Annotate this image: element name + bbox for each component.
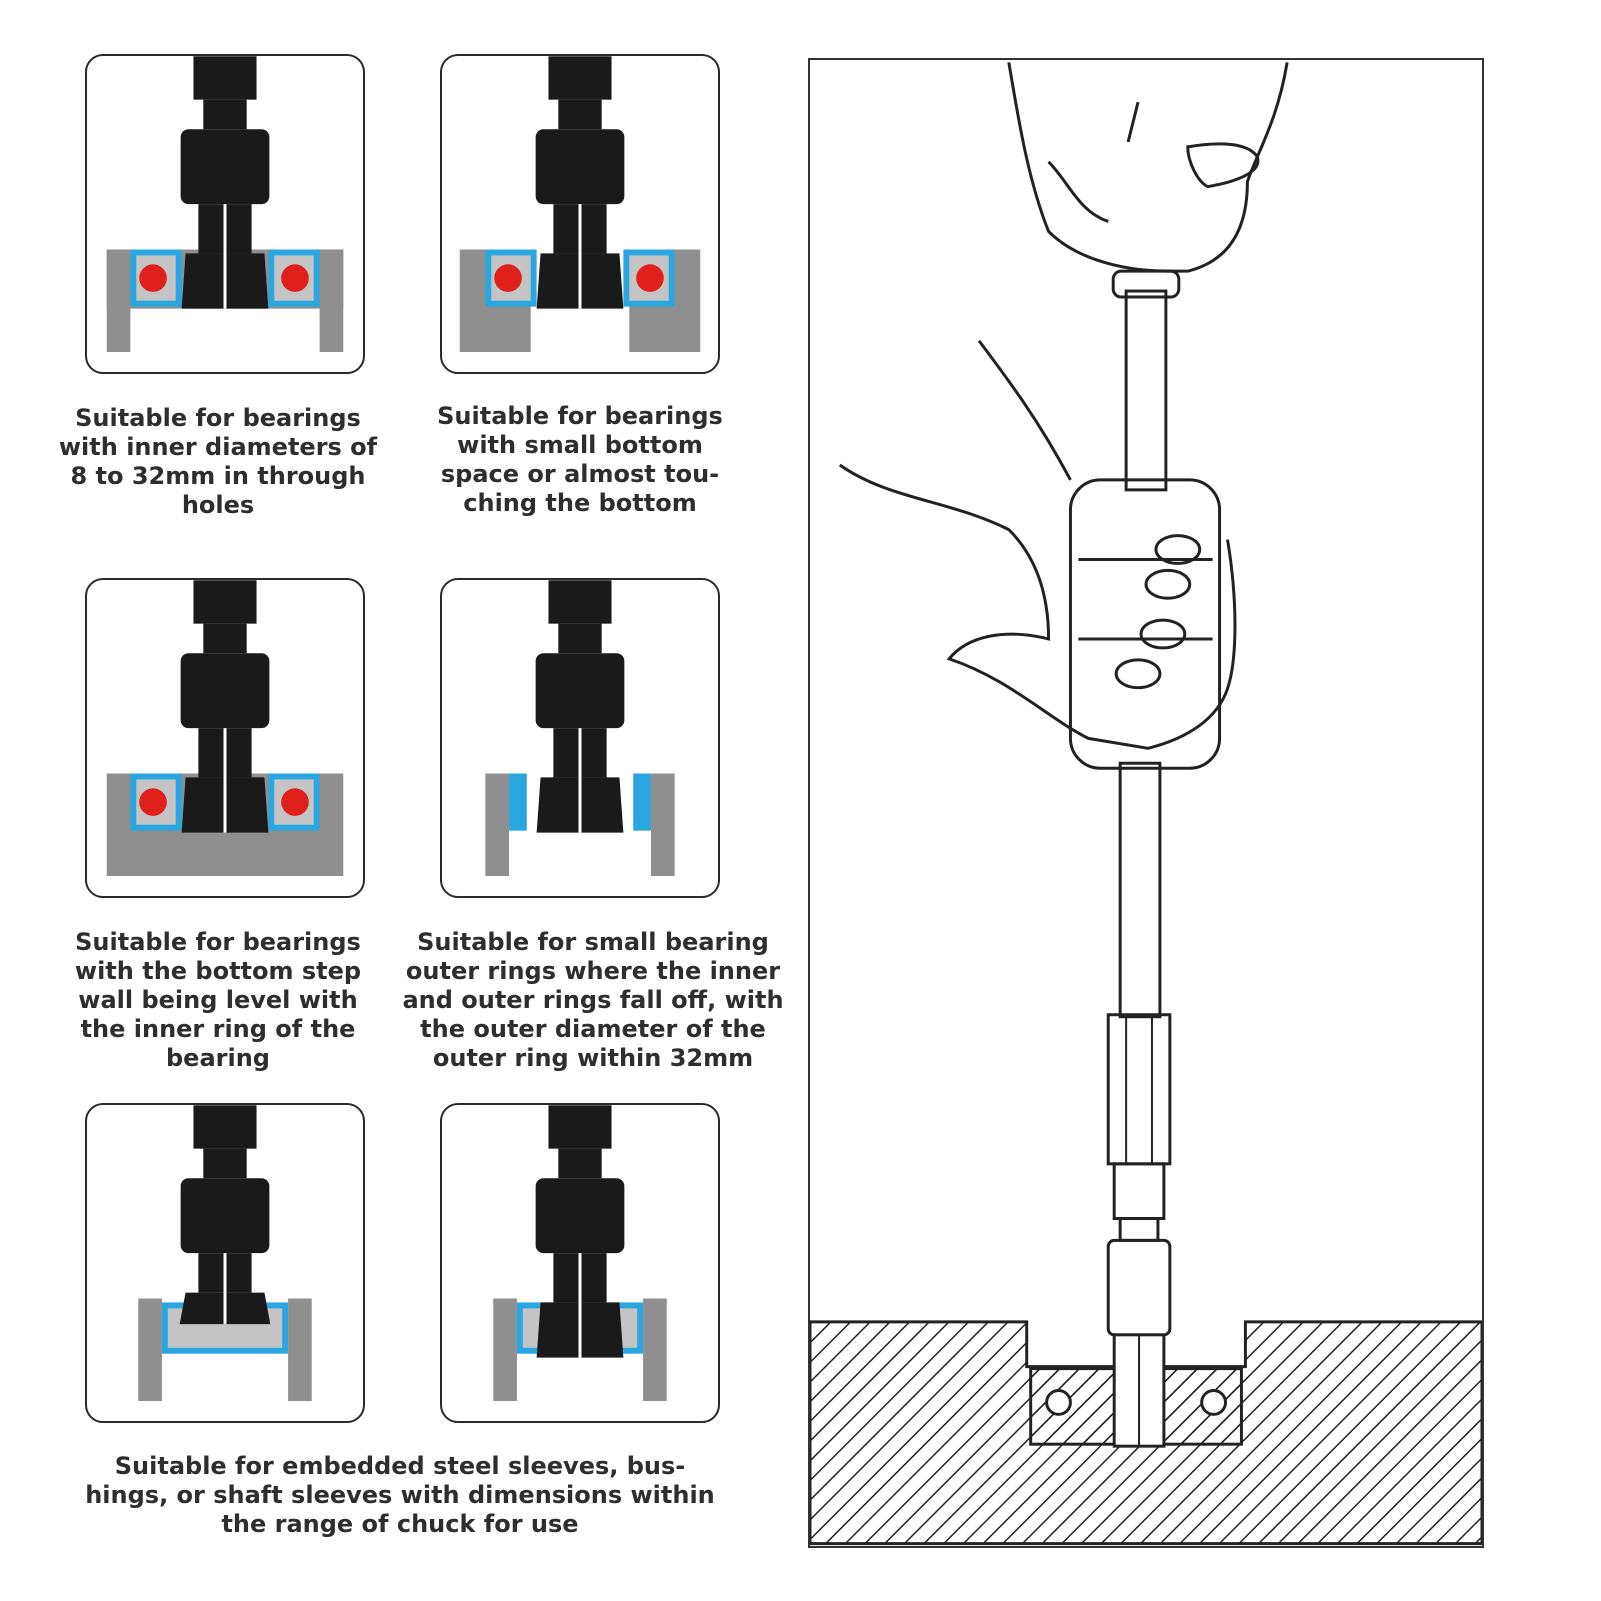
upper-hand [1007, 62, 1289, 273]
hammer-shaft-top [1124, 289, 1168, 492]
embedded-sleeve-2-diagram [493, 1105, 667, 1401]
bottom-step-wall-diagram [106, 580, 344, 876]
slide-hammer-usage-illustration [808, 58, 1484, 1548]
caption-outer-ring: Suitable for small bearing outer rings w… [402, 928, 784, 1072]
lower-hand [838, 463, 1237, 750]
caption-small-bottom-space: Suitable for bearings with small bottom … [437, 402, 723, 517]
caption-through-hole: Suitable for bearings with inner diamete… [58, 404, 378, 519]
outer-ring-diagram [485, 580, 675, 876]
diagram-panel-embedded-sleeve-2 [440, 1103, 720, 1423]
caption-bottom-step-wall: Suitable for bearings with the bottom st… [74, 928, 362, 1072]
collet-chuck [1106, 1238, 1172, 1337]
caption-embedded-sleeve: Suitable for embedded steel sleeves, bus… [85, 1452, 715, 1538]
diagram-panel-outer-ring [440, 578, 720, 898]
diagram-panel-embedded-sleeve [85, 1103, 365, 1423]
hex-coupler [1106, 1013, 1172, 1166]
diagram-panel-through-hole [85, 54, 365, 374]
slide-weight [1068, 478, 1222, 770]
through-hole-diagram [106, 56, 344, 352]
embedded-sleeve-diagram [138, 1105, 312, 1401]
hammer-shaft-lower [1118, 761, 1162, 1019]
diagram-panel-bottom-step-wall [85, 578, 365, 898]
diagram-panel-small-bottom-space [440, 54, 720, 374]
small-bottom-space-diagram [459, 56, 701, 352]
slide-hammer-drawing [810, 62, 1482, 1546]
